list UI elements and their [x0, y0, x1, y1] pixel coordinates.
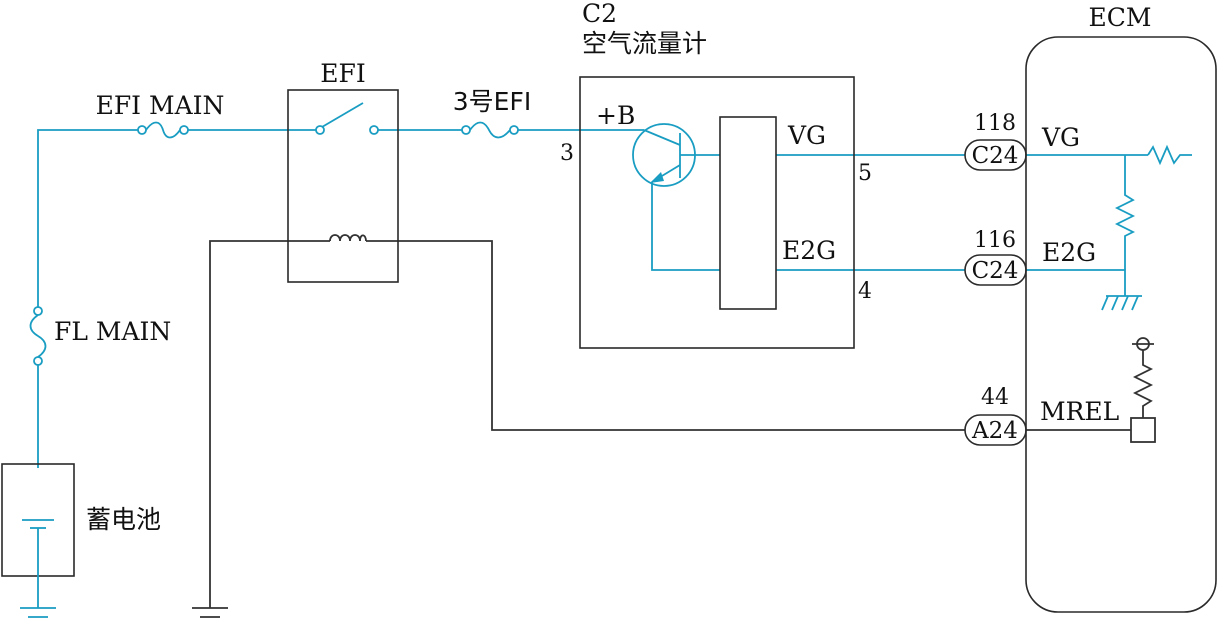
relay-coil — [329, 234, 367, 242]
coil-ground-wire — [209, 240, 330, 608]
connector-pin-44: 44 — [981, 385, 1009, 410]
relay-coil-wires — [192, 234, 1156, 618]
ecm-ground-symbol — [1101, 295, 1142, 311]
plus-b-label: +B — [596, 101, 635, 130]
circuit-wires — [37, 102, 1192, 468]
connector-c24-vg — [964, 139, 1027, 171]
connector-code-a24-mrel: A24 — [971, 418, 1018, 444]
efi-main-fuse — [137, 121, 189, 139]
pin-4-label: 4 — [858, 279, 872, 304]
mrel-supply-terminal — [1132, 337, 1154, 351]
connector-pin-116: 116 — [974, 228, 1016, 253]
ecm-vg-label: VG — [1041, 123, 1080, 152]
mrel-driver-box — [1130, 417, 1156, 443]
sensor-name-label: 空气流量计 — [582, 29, 707, 58]
efi-main-label: EFI MAIN — [96, 91, 225, 120]
ecm-box — [1025, 36, 1217, 613]
efi-relay-label: EFI — [320, 59, 365, 88]
coil-ground-symbol — [192, 607, 228, 618]
battery-label: 蓄电池 — [86, 505, 161, 534]
battery-symbol — [1, 463, 75, 618]
mrel-pullup-resistor — [1132, 350, 1154, 418]
fuse-3-efi-label: 3号EFI — [453, 87, 531, 116]
connector-c24-e2g — [964, 254, 1027, 286]
coil-to-mrel-wire — [366, 240, 965, 431]
pin-5-label: 5 — [858, 161, 872, 186]
ecm-mrel-label: MREL — [1040, 397, 1119, 426]
ecm-e2g-label: E2G — [1042, 238, 1096, 267]
air-flow-meter-box — [579, 76, 855, 349]
sensor-code-label: C2 — [582, 0, 617, 28]
sensor-e2g-label: E2G — [782, 236, 836, 265]
efi-relay-switch — [315, 102, 379, 135]
sensor-vg-label: VG — [787, 121, 826, 150]
ecm-title: ECM — [1089, 3, 1152, 32]
connector-code-c24-e2g: C24 — [972, 258, 1019, 284]
fuse-3-efi — [461, 121, 519, 139]
ecm-e2g-internal-wire — [1026, 269, 1126, 296]
emitter-return-wire — [651, 182, 720, 271]
fl-main-label: FL MAIN — [54, 317, 171, 346]
pin-3-label: 3 — [560, 141, 574, 166]
transistor-symbol — [632, 123, 720, 187]
ecm-vg-resistor — [1147, 144, 1192, 166]
ecm-pulldown-resistor — [1114, 155, 1136, 270]
fl-main-fusible-link — [29, 306, 47, 366]
connector-pin-118: 118 — [974, 111, 1016, 136]
air-flow-meter-module — [719, 116, 777, 310]
connector-code-c24-vg: C24 — [972, 143, 1019, 169]
efi-relay-box — [287, 89, 399, 283]
fl-main-to-rail-wire — [37, 129, 138, 307]
connector-a24-mrel — [964, 414, 1027, 446]
